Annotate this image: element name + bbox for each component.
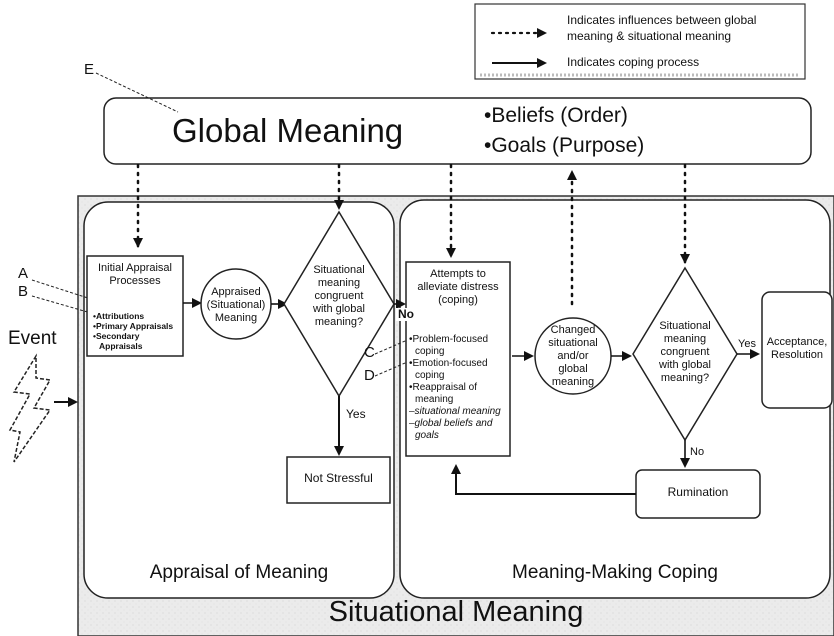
legend-dotted-label-line2: meaning & situational meaning <box>567 29 732 43</box>
attempts-item-reappraisal-2: meaning <box>415 394 454 405</box>
global-meaning-box <box>103 97 812 165</box>
attempts-item-problem-2: coping <box>415 346 445 357</box>
initial-item-secondary-2: Appraisals <box>99 341 143 351</box>
acceptance-line2: Resolution <box>771 349 823 361</box>
global-beliefs: •Beliefs (Order) <box>484 104 628 127</box>
attempts-line2: alleviate distress <box>417 281 499 293</box>
decision2-line5: meaning? <box>660 372 710 384</box>
changed-line2: situational <box>548 337 598 349</box>
not-stressful-label: Not Stressful <box>304 471 373 485</box>
appraised-line3: Meaning <box>214 312 258 324</box>
initial-item-primary: •Primary Appraisals <box>93 321 174 331</box>
appraised-line2: (Situational) <box>206 299 266 311</box>
attempts-sub-global: –global beliefs and <box>409 418 493 429</box>
attempts-sub-global-2: goals <box>415 430 439 441</box>
not-stressful-box <box>286 456 391 504</box>
attempts-line3: (coping) <box>438 294 478 306</box>
decision1-line4: with global <box>313 303 365 315</box>
situational-meaning-title: Situational Meaning <box>328 596 584 628</box>
changed-line1: Changed <box>550 324 596 336</box>
initial-appraisal-title-2: Processes <box>109 275 161 287</box>
decision2-line1: Situational <box>659 320 711 332</box>
decision2-yes-label: Yes <box>738 338 756 350</box>
acceptance-line1: Acceptance, <box>766 336 828 348</box>
decision1-yes-label: Yes <box>346 407 366 421</box>
changed-line3: and/or <box>557 350 589 362</box>
initial-item-attributions: •Attributions <box>93 311 145 321</box>
coping-section-title: Meaning-Making Coping <box>512 562 718 583</box>
changed-line4: global <box>558 363 588 375</box>
label-b: B <box>18 283 29 300</box>
attempts-line1: Attempts to <box>430 268 486 280</box>
event-lightning-icon <box>8 353 52 463</box>
label-d: D <box>364 367 375 384</box>
decision1-line3: congruent <box>314 290 364 302</box>
attempts-item-reappraisal: •Reappraisal of <box>409 382 477 393</box>
decision2-line2: meaning <box>663 333 707 345</box>
decision1-no-label: No <box>396 307 416 322</box>
appraisal-section-title: Appraisal of Meaning <box>149 562 329 583</box>
global-meaning-title: Global Meaning <box>172 112 404 149</box>
attempts-item-emotion-2: coping <box>415 370 445 381</box>
appraised-line1: Appraised <box>211 286 261 298</box>
decision1-line1: Situational <box>313 264 365 276</box>
attempts-sub-situational: –situational meaning <box>409 406 501 417</box>
legend-solid-label: Indicates coping process <box>567 55 700 69</box>
decision2-no-label: No <box>690 446 705 458</box>
decision2-line4: with global <box>659 359 711 371</box>
label-e: E <box>84 61 95 78</box>
legend-dotted-label-line1: Indicates influences between global <box>567 13 757 27</box>
label-a: A <box>18 265 29 282</box>
event-label: Event <box>8 328 57 349</box>
legend-box <box>474 3 806 80</box>
attempts-item-emotion: •Emotion-focused <box>409 358 488 369</box>
label-c: C <box>364 344 375 361</box>
decision1-line2: meaning <box>317 277 361 289</box>
coping-attempts-box <box>405 261 511 457</box>
decision1-line5: meaning? <box>314 316 364 328</box>
rumination-label: Rumination <box>667 485 729 499</box>
acceptance-box <box>761 291 833 409</box>
attempts-item-problem: •Problem-focused <box>409 334 489 345</box>
initial-appraisal-box <box>86 255 184 357</box>
global-goals: •Goals (Purpose) <box>484 134 645 157</box>
initial-appraisal-title-1: Initial Appraisal <box>98 262 172 274</box>
initial-item-secondary: •Secondary <box>93 331 140 341</box>
changed-line5: meaning <box>551 376 595 388</box>
decision2-line3: congruent <box>660 346 710 358</box>
